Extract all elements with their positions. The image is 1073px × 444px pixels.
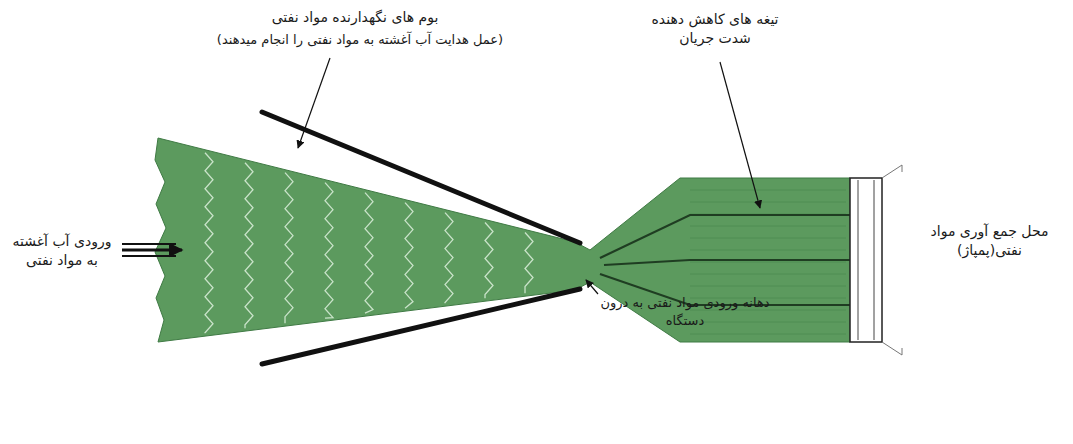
leader-line	[720, 62, 760, 208]
callout-label: محل جمع آوری مواد نفتی(پمپاژ)	[912, 222, 1067, 260]
texture-stroke	[690, 334, 846, 335]
texture-stroke	[245, 163, 253, 328]
texture-stroke	[525, 233, 533, 294]
texture-stroke	[690, 286, 846, 287]
oil-boom	[262, 112, 580, 243]
texture-stroke	[690, 262, 846, 263]
texture-stroke	[690, 322, 846, 323]
texture-stroke	[285, 173, 293, 323]
texture-stroke	[405, 203, 413, 309]
callout-label: بوم های نگهدارنده مواد نفتی	[225, 8, 485, 27]
oil-boom	[262, 289, 580, 364]
texture-stroke	[690, 250, 846, 251]
callout-label: (عمل هدایت آب آغشته به مواد نفتی را انجا…	[190, 31, 530, 49]
inflow-arrow	[122, 244, 182, 256]
water-texture	[205, 153, 846, 334]
collection-box-wall	[874, 180, 875, 340]
callout-label: دهانه ورودی مواد نفتی به درون دستگاه	[600, 294, 770, 329]
leader-line	[298, 58, 330, 148]
texture-stroke	[690, 202, 846, 203]
texture-stroke	[365, 193, 373, 314]
plate	[604, 260, 850, 265]
collection-box	[850, 178, 882, 342]
texture-stroke	[445, 213, 453, 304]
plate	[600, 215, 850, 258]
texture-stroke	[690, 226, 846, 227]
texture-stroke	[485, 223, 493, 299]
texture-stroke	[205, 153, 213, 333]
flow-reducing-plates	[600, 215, 850, 305]
callout-label: ورودی آب آغشته به مواد نفتی	[6, 232, 118, 270]
collection-box-frame	[882, 165, 902, 355]
leader-line	[586, 280, 598, 294]
texture-stroke	[690, 190, 846, 191]
callout-label: تیغه های کاهش دهنده شدت جریان	[640, 10, 790, 48]
texture-stroke	[690, 274, 846, 275]
texture-stroke	[690, 238, 846, 239]
oily-water-body	[155, 138, 850, 342]
texture-stroke	[325, 183, 333, 319]
collection-box-wall	[858, 180, 859, 340]
